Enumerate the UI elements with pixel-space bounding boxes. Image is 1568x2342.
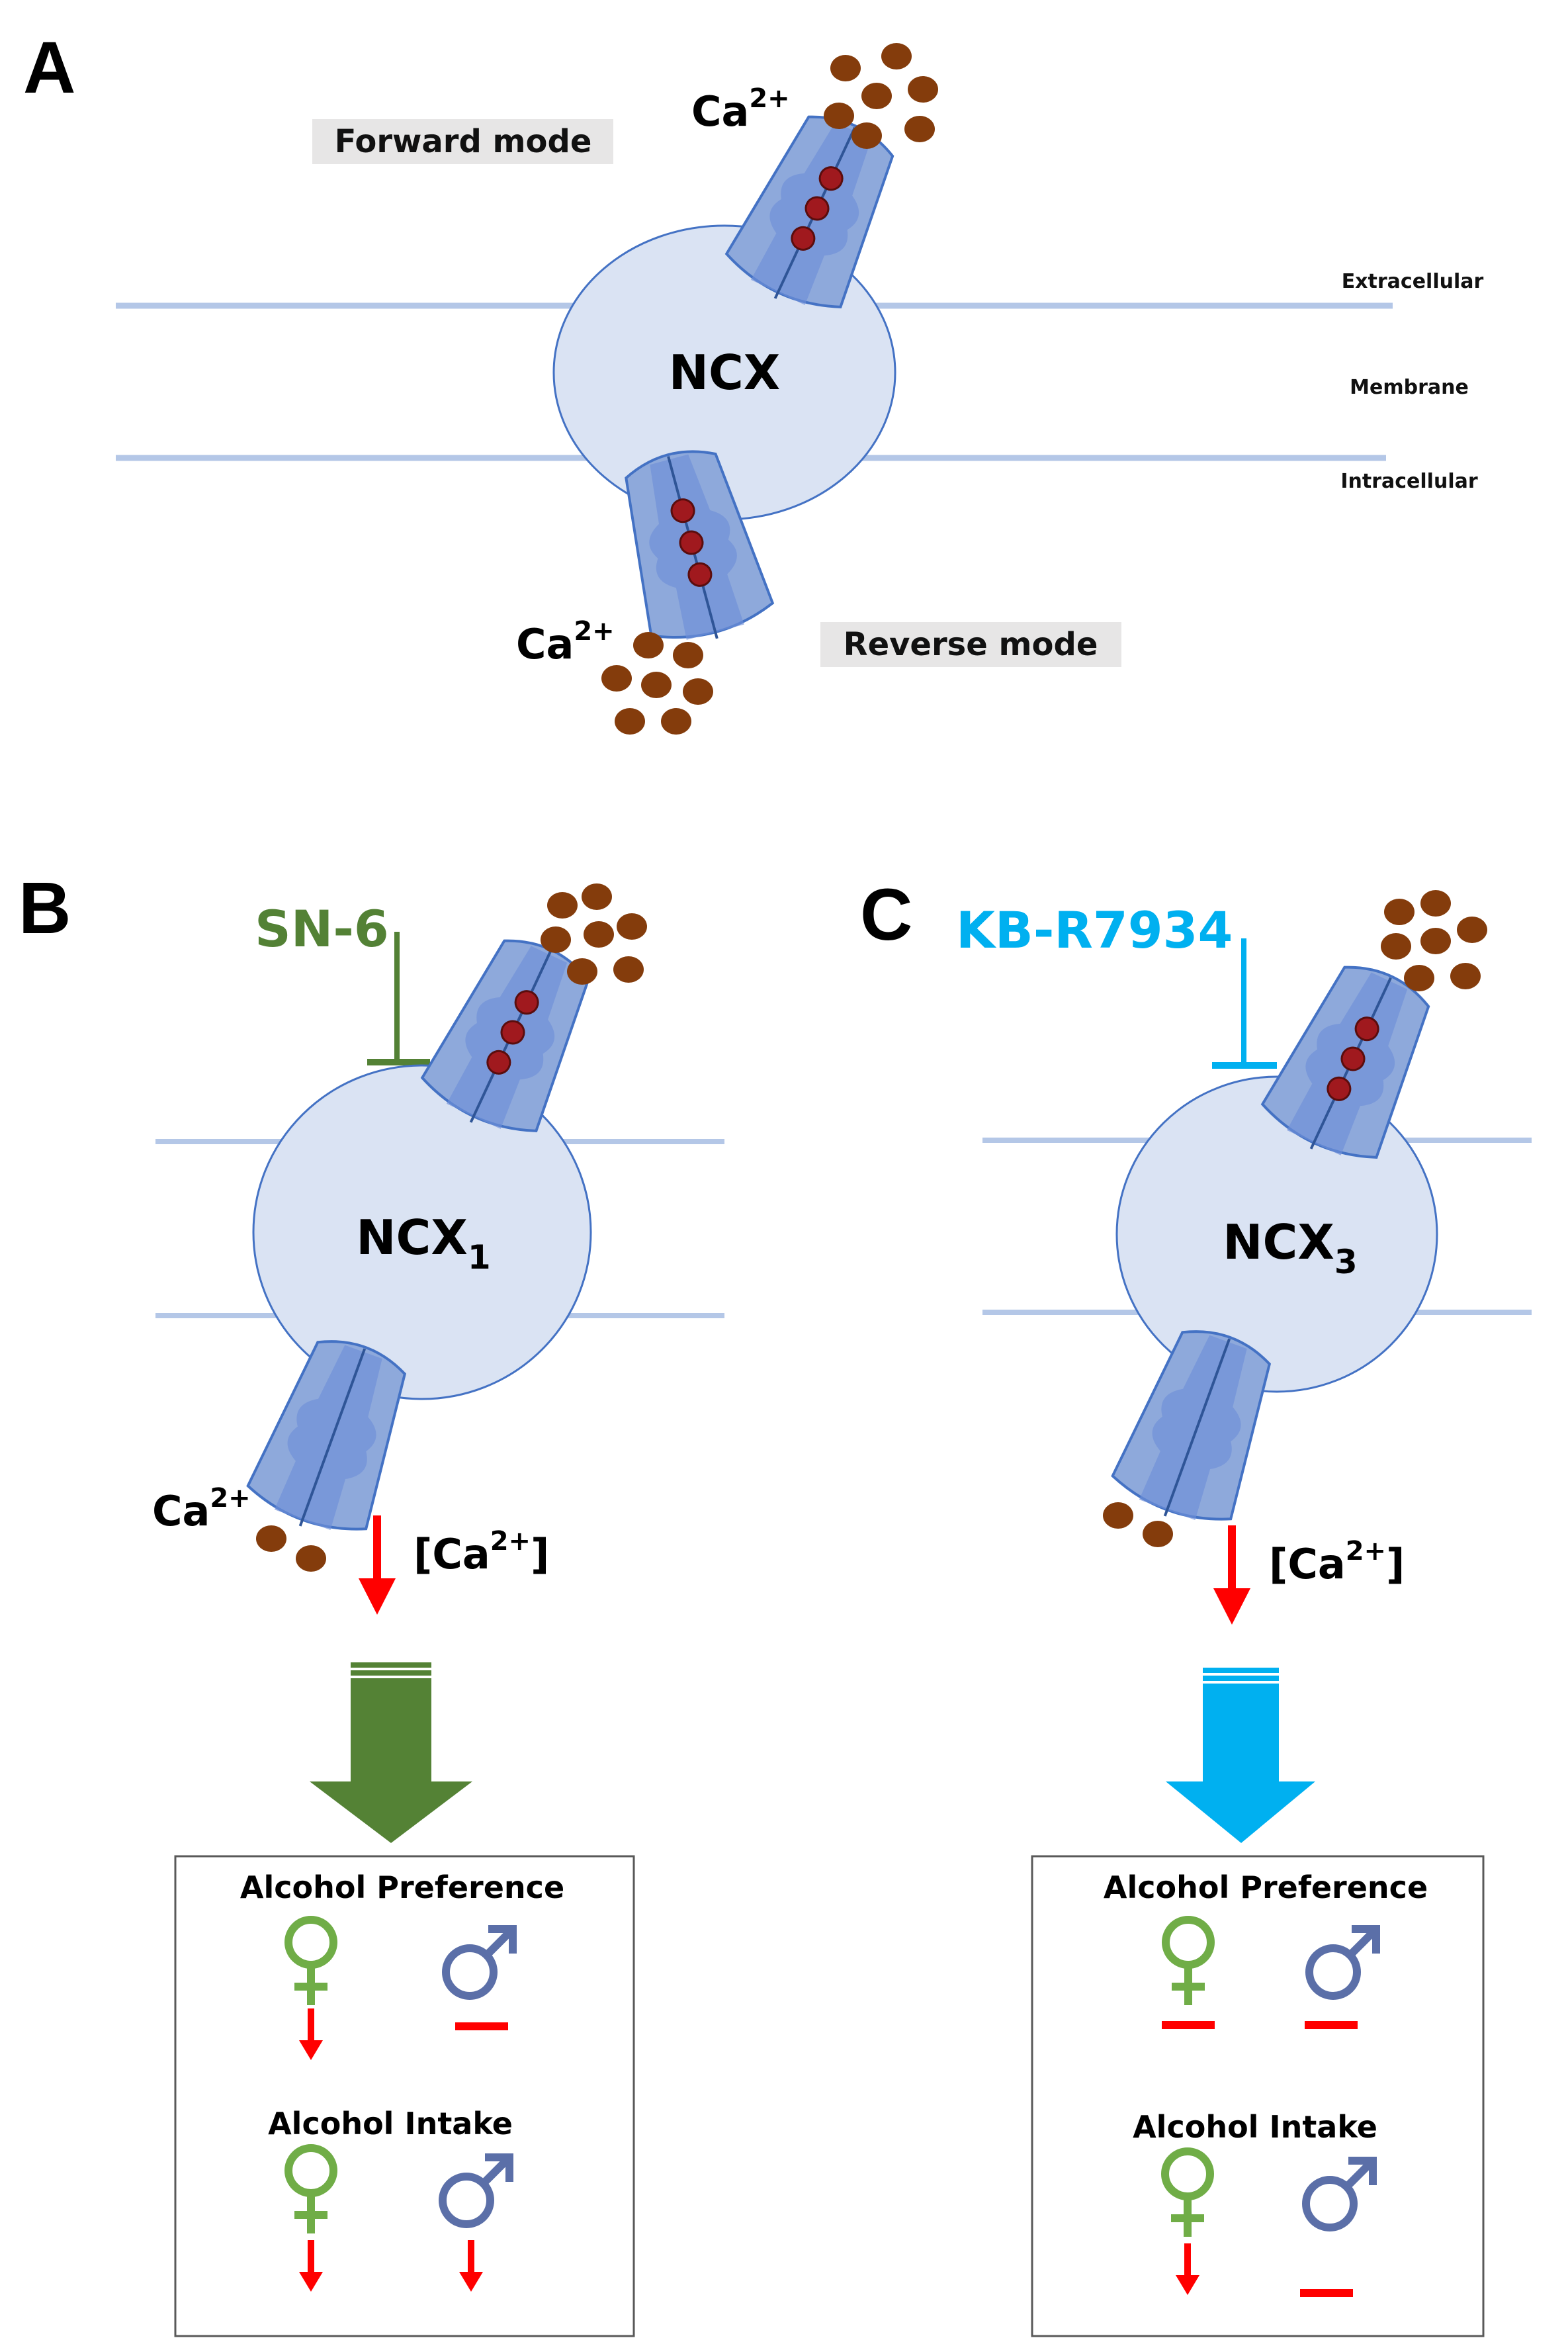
inhibition-bar-b [367, 932, 430, 1065]
forward-mode-label: Forward mode [335, 123, 592, 160]
effect-c-pref-male [1305, 2021, 1358, 2029]
panel-label-c: C [860, 874, 912, 956]
ca-concentration-c: [Ca2+] [1269, 1536, 1405, 1588]
ca-label-top: Ca2+ [691, 83, 790, 136]
intracellular-label: Intracellular [1340, 470, 1477, 493]
calcium-ions-b-bottom [256, 1525, 326, 1572]
box-b-intake-title: Alcohol Intake [268, 2106, 513, 2141]
outcome-box-b [174, 1855, 635, 2337]
calcium-ions-bottom [601, 632, 713, 735]
decrease-arrow-c [1213, 1525, 1250, 1625]
ncx1-exchanger [252, 1064, 592, 1400]
panel-label-a: A [23, 27, 75, 109]
box-c-pref-title: Alcohol Preference [1104, 1869, 1428, 1905]
box-b-pref-title: Alcohol Preference [240, 1869, 564, 1905]
outcome-box-c [1031, 1855, 1485, 2337]
inhibition-bar-c [1212, 938, 1277, 1069]
panel-label-b: B [19, 868, 71, 949]
ncx1-label: NCX1 [356, 1210, 490, 1277]
effect-c-pref-female [1162, 2021, 1215, 2029]
ca-label-b: Ca2+ [152, 1483, 251, 1535]
ncx3-label: NCX3 [1223, 1214, 1357, 1281]
inhibitor-sn6: SN-6 [255, 899, 389, 958]
effect-c-intake-male [1300, 2289, 1353, 2297]
effect-b-pref-male [455, 2022, 508, 2030]
calcium-ions-c-top [1381, 890, 1487, 991]
box-c-intake-title: Alcohol Intake [1133, 2109, 1377, 2145]
extracellular-label: Extracellular [1342, 270, 1484, 293]
decrease-arrow-b [359, 1515, 396, 1615]
reverse-mode-box [820, 622, 1121, 667]
membrane-label: Membrane [1350, 376, 1469, 399]
big-arrow-c [1166, 1668, 1315, 1843]
big-arrow-b [310, 1662, 472, 1843]
ca-concentration-b: [Ca2+] [414, 1526, 549, 1578]
inhibitor-kbr7934: KB-R7934 [956, 901, 1233, 960]
reverse-mode-label: Reverse mode [844, 626, 1098, 663]
ncx-label: NCX [669, 345, 781, 400]
ca-label-bottom: Ca2+ [516, 616, 615, 668]
forward-mode-box [312, 119, 613, 164]
